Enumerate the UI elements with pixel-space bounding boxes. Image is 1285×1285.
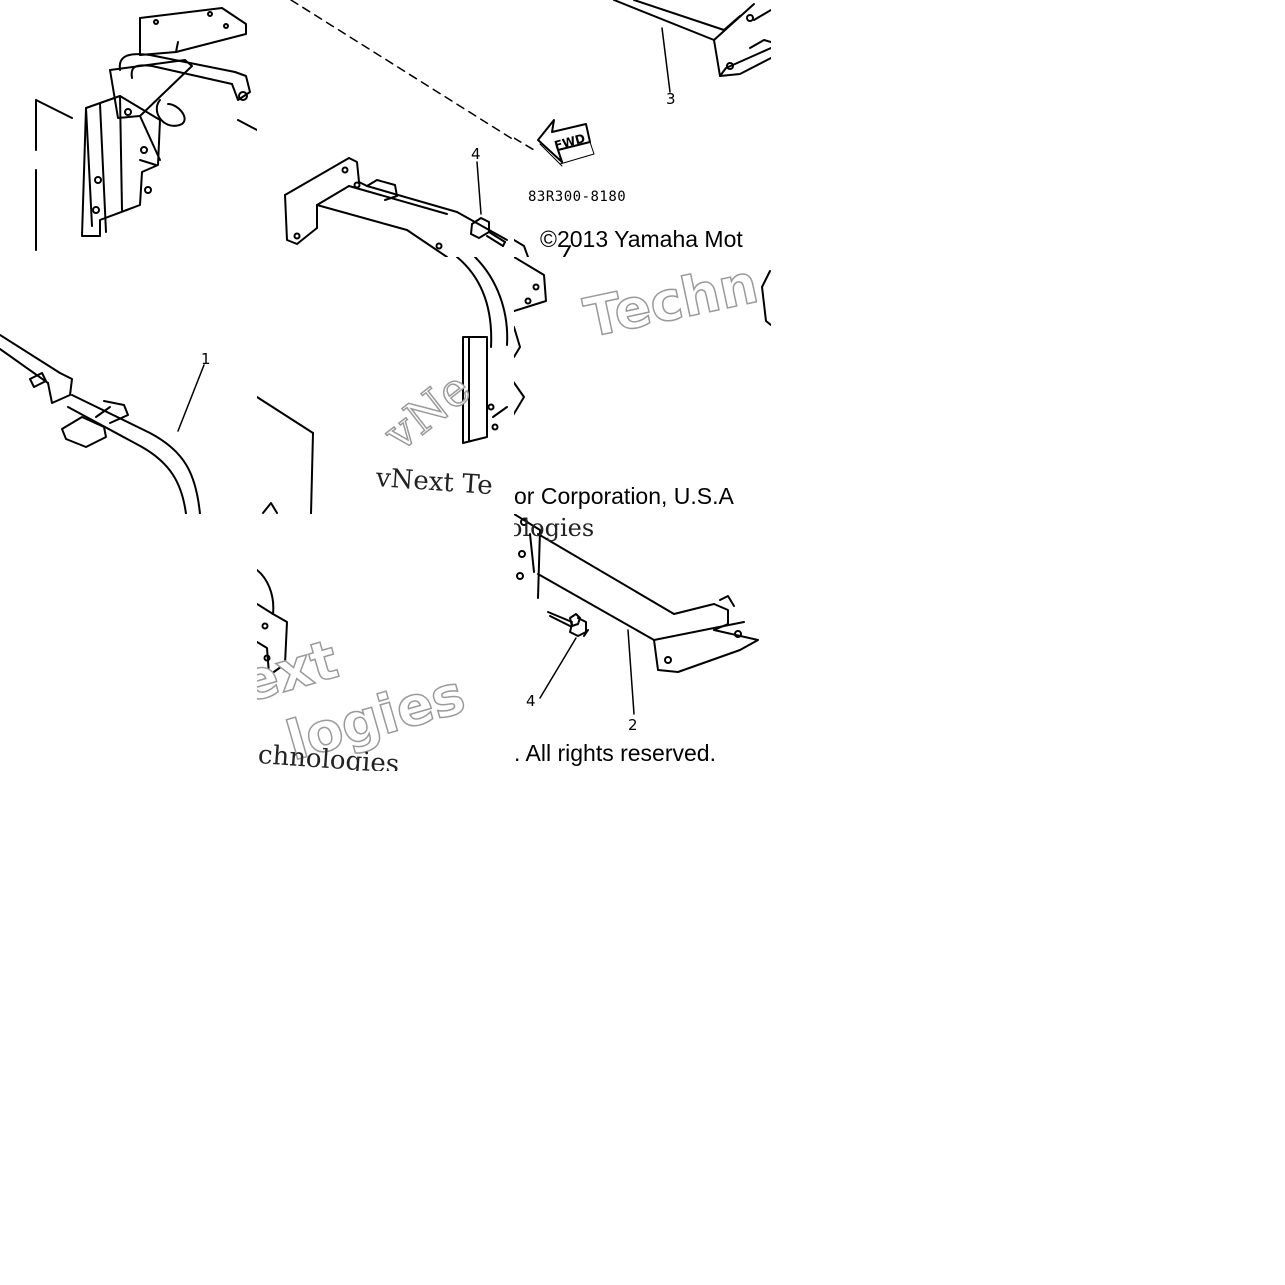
- handle-bar-drawing: [0, 334, 205, 514]
- diagram-tile-bottom-center: ext logies chnologies: [257, 514, 514, 771]
- diagram-tile-middle-left: 1: [0, 257, 257, 514]
- diagram-tile-middle-center: vNe vNext Te: [257, 257, 514, 514]
- bracket-assembly-drawing: [35, 7, 257, 251]
- copyright-top: ©2013 Yamaha Mot: [540, 226, 743, 252]
- upright-post-drawing: [257, 257, 509, 514]
- diagram-tile-bottom-left: [0, 514, 257, 771]
- part-number: 83R300-8180: [528, 189, 627, 205]
- lower-crossmember-drawing: [514, 514, 759, 715]
- diagram-tile-middle-right: Techn or Corporation, U.S.A: [514, 257, 771, 514]
- rear-crossmember-drawing: [514, 0, 771, 257]
- diagram-tile-bottom-right: 4 2 ologies . All rights reserved.: [514, 514, 771, 771]
- bracket-detail-drawing: [257, 569, 288, 675]
- copyright-bottom: . All rights reserved.: [514, 740, 716, 766]
- callout-2: 2: [628, 716, 638, 734]
- callout-3: 3: [666, 90, 676, 108]
- callout-4-top: 4: [471, 145, 481, 163]
- diagram-tile-top-right: 3 FWD 83R300-8180 ©2013 Yamaha Mot: [514, 0, 771, 257]
- bracket-end-drawing: [514, 257, 771, 416]
- watermark-ologies: ologies: [514, 514, 595, 542]
- callout-1: 1: [201, 350, 211, 368]
- crossmember-drawing: [284, 0, 514, 257]
- diagram-tile-top-middle: 4: [257, 0, 514, 257]
- callout-4-bottom: 4: [526, 692, 536, 710]
- copyright-mid: or Corporation, U.S.A: [514, 483, 734, 509]
- diagram-tile-top-left: [0, 0, 257, 257]
